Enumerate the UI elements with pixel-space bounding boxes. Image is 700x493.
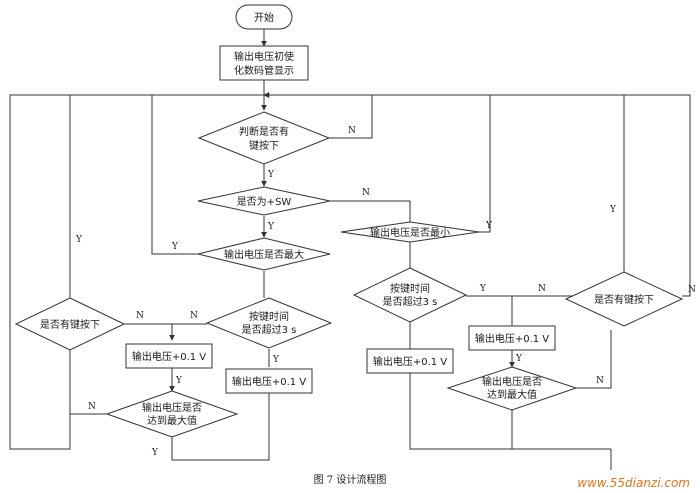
is-max-decision — [197, 237, 331, 271]
right-key-decision — [564, 271, 684, 327]
max-right-line2: 达到最大值 — [487, 388, 537, 401]
branch-n-sw: N — [362, 188, 370, 198]
branch-y-min: Y — [485, 221, 493, 231]
branch-n-max-left: N — [88, 402, 96, 412]
start-label: 开始 — [254, 11, 274, 24]
inc-b-process — [225, 368, 313, 394]
branch-y-hold-left: Y — [272, 355, 280, 365]
watermark: www.55dianzi.com — [577, 476, 690, 490]
start-terminal — [235, 4, 293, 30]
branch-n-key: N — [348, 126, 356, 136]
init-label-line2: 化数码管显示 — [234, 64, 294, 77]
hold-left-line2: 是否超过3 s — [242, 323, 297, 336]
key-pressed-line2: 键按下 — [249, 139, 279, 152]
hold-right-line2: 是否超过3 s — [383, 295, 438, 308]
hold-left-line1: 按键时间 — [249, 310, 289, 323]
branch-n-left-key: N — [136, 311, 144, 321]
branch-y-key: Y — [267, 170, 275, 180]
max-left-line2: 达到最大值 — [147, 414, 197, 427]
is-sw-label: 是否为+SW — [237, 196, 292, 208]
max-left-decision — [105, 390, 239, 438]
branch-y-max: Y — [171, 242, 179, 252]
branch-y-hold-right: Y — [479, 284, 487, 294]
branch-n-hold-left: N — [190, 311, 198, 321]
left-key-decision — [14, 297, 126, 351]
max-left-line1: 输出电压是否 — [142, 401, 202, 414]
key-pressed-line1: 判断是否有 — [239, 125, 289, 138]
connectors — [9, 29, 691, 470]
branch-y-inc-a: Y — [175, 376, 183, 386]
is-sw-decision — [197, 186, 331, 216]
hold-right-line1: 按键时间 — [390, 282, 430, 295]
inc-a-label: 输出电压+0.1 V — [132, 350, 206, 363]
is-max-label: 输出电压是否最大 — [224, 248, 304, 261]
hold-right-decision — [352, 267, 468, 323]
right-key-label: 是否有键按下 — [594, 293, 654, 306]
init-process — [219, 45, 309, 81]
left-key-label: 是否有键按下 — [40, 318, 100, 331]
branch-y-inc-d: Y — [515, 354, 523, 364]
is-min-label: 输出电压是否最小 — [370, 226, 450, 239]
inc-c-label: 输出电压+0.1 V — [373, 355, 447, 368]
branch-y-right-key: Y — [609, 205, 617, 215]
branch-y-sw: Y — [267, 222, 275, 232]
inc-d-label: 输出电压+0.1 V — [475, 332, 549, 345]
branch-n-max-right: N — [596, 376, 604, 386]
figure-caption: 图 7 设计流程图 — [314, 473, 387, 486]
branch-y-max-left: Y — [151, 448, 159, 458]
inc-c-process — [366, 348, 454, 374]
branch-y-left-loop: Y — [75, 235, 83, 245]
inc-a-process — [125, 343, 213, 369]
inc-d-process — [468, 325, 556, 351]
init-label-line1: 输出电压初使 — [234, 50, 294, 63]
hold-left-decision — [205, 297, 333, 349]
branch-n-right-key: N — [688, 285, 696, 295]
max-right-decision — [446, 366, 578, 411]
key-pressed-decision — [197, 111, 331, 165]
max-right-line1: 输出电压是否 — [482, 375, 542, 388]
branch-n-hold-right: N — [538, 284, 546, 294]
is-min-decision — [340, 221, 480, 243]
inc-b-label: 输出电压+0.1 V — [232, 375, 306, 388]
